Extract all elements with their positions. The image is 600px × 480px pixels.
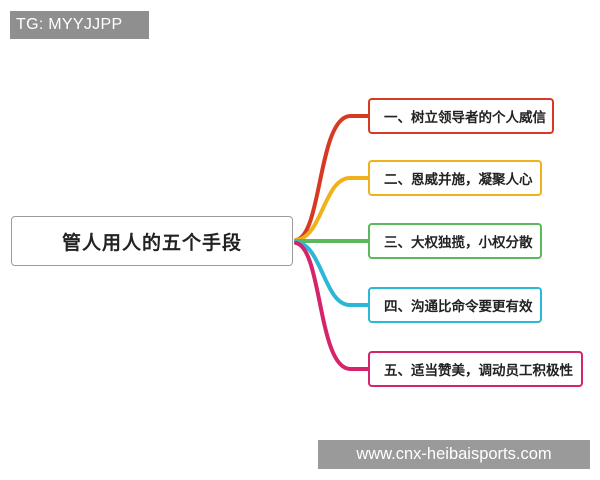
branch-3: 三、大权独揽，小权分散 [368,223,542,259]
branch-4: 四、沟通比命令要更有效 [368,287,542,323]
connector-4 [294,240,370,307]
branch-1: 一、树立领导者的个人威信 [368,98,554,134]
connector-5 [294,241,370,371]
connector-1 [294,114,370,242]
branch-5: 五、适当赞美，调动员工积极性 [368,351,583,387]
watermark-bottom: www.cnx-heibaisports.com [318,440,590,469]
watermark-top: TG: MYYJJPP [10,11,149,39]
root-topic: 管人用人的五个手段 [11,216,293,266]
connector-2 [294,176,370,242]
branch-2: 二、恩威并施，凝聚人心 [368,160,542,196]
